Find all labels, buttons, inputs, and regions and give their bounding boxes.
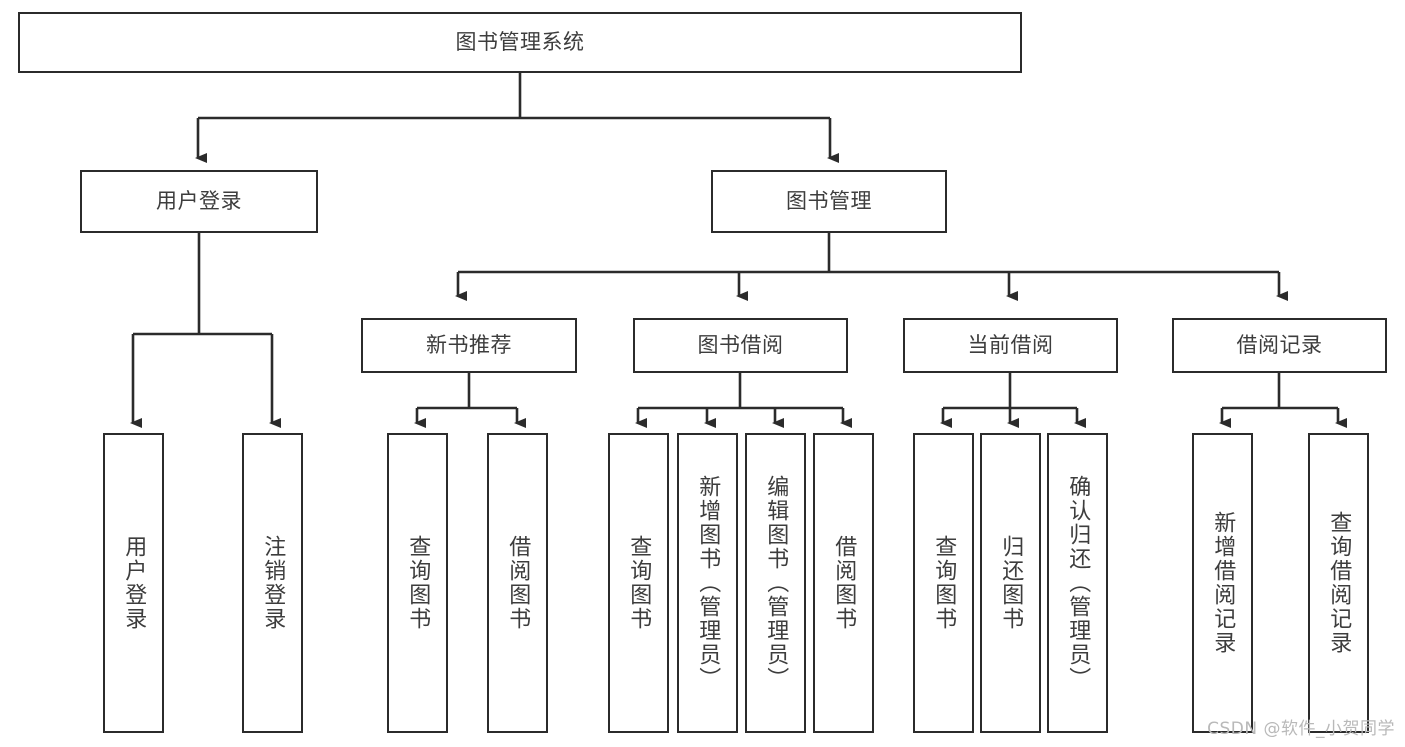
node-leaf-user-logout[interactable]: 注销登录	[242, 433, 303, 733]
node-leaf-query-book-1[interactable]: 查询图书	[387, 433, 448, 733]
node-label: 归还图书	[998, 535, 1024, 631]
node-label: 新增借阅记录	[1210, 511, 1236, 655]
node-label: 借阅图书	[505, 535, 531, 631]
node-label: 图书借阅	[697, 333, 784, 358]
node-label: 查询图书	[405, 535, 431, 631]
csdn-watermark: CSDN @软件_小贺同学	[1207, 719, 1395, 739]
node-label: 当前借阅	[967, 333, 1054, 358]
node-current-borrow[interactable]: 当前借阅	[903, 318, 1118, 373]
node-label: 查询图书	[626, 535, 652, 631]
node-leaf-borrow-book-1[interactable]: 借阅图书	[487, 433, 548, 733]
node-leaf-add-book[interactable]: 新增图书（管理员）	[677, 433, 738, 733]
node-leaf-query-book-3[interactable]: 查询图书	[913, 433, 974, 733]
node-book-management-system[interactable]: 图书管理系统	[18, 12, 1022, 73]
node-label: 借阅记录	[1236, 333, 1323, 358]
node-label: 借阅图书	[831, 535, 857, 631]
node-label: 新书推荐	[426, 333, 512, 358]
node-leaf-query-book-2[interactable]: 查询图书	[608, 433, 669, 733]
node-label: 确认归还（管理员）	[1065, 475, 1091, 691]
node-label: 编辑图书（管理员）	[763, 475, 789, 691]
node-label: 新增图书（管理员）	[695, 475, 721, 691]
node-borrow-record[interactable]: 借阅记录	[1172, 318, 1387, 373]
node-leaf-edit-book[interactable]: 编辑图书（管理员）	[745, 433, 806, 733]
node-leaf-user-login[interactable]: 用户登录	[103, 433, 164, 733]
node-label: 查询图书	[931, 535, 957, 631]
node-label: 用户登录	[156, 189, 242, 214]
node-user-login[interactable]: 用户登录	[80, 170, 318, 233]
node-leaf-add-record[interactable]: 新增借阅记录	[1192, 433, 1253, 733]
node-leaf-borrow-book-2[interactable]: 借阅图书	[813, 433, 874, 733]
node-leaf-query-record[interactable]: 查询借阅记录	[1308, 433, 1369, 733]
node-book-management[interactable]: 图书管理	[711, 170, 947, 233]
node-book-borrow[interactable]: 图书借阅	[633, 318, 848, 373]
node-new-book-recommend[interactable]: 新书推荐	[361, 318, 577, 373]
node-label: 用户登录	[121, 535, 147, 631]
node-label: 图书管理系统	[455, 30, 585, 55]
node-label: 注销登录	[260, 535, 286, 631]
node-label: 查询借阅记录	[1326, 511, 1352, 655]
node-leaf-return-book[interactable]: 归还图书	[980, 433, 1041, 733]
node-leaf-confirm-return[interactable]: 确认归还（管理员）	[1047, 433, 1108, 733]
node-label: 图书管理	[786, 189, 872, 214]
